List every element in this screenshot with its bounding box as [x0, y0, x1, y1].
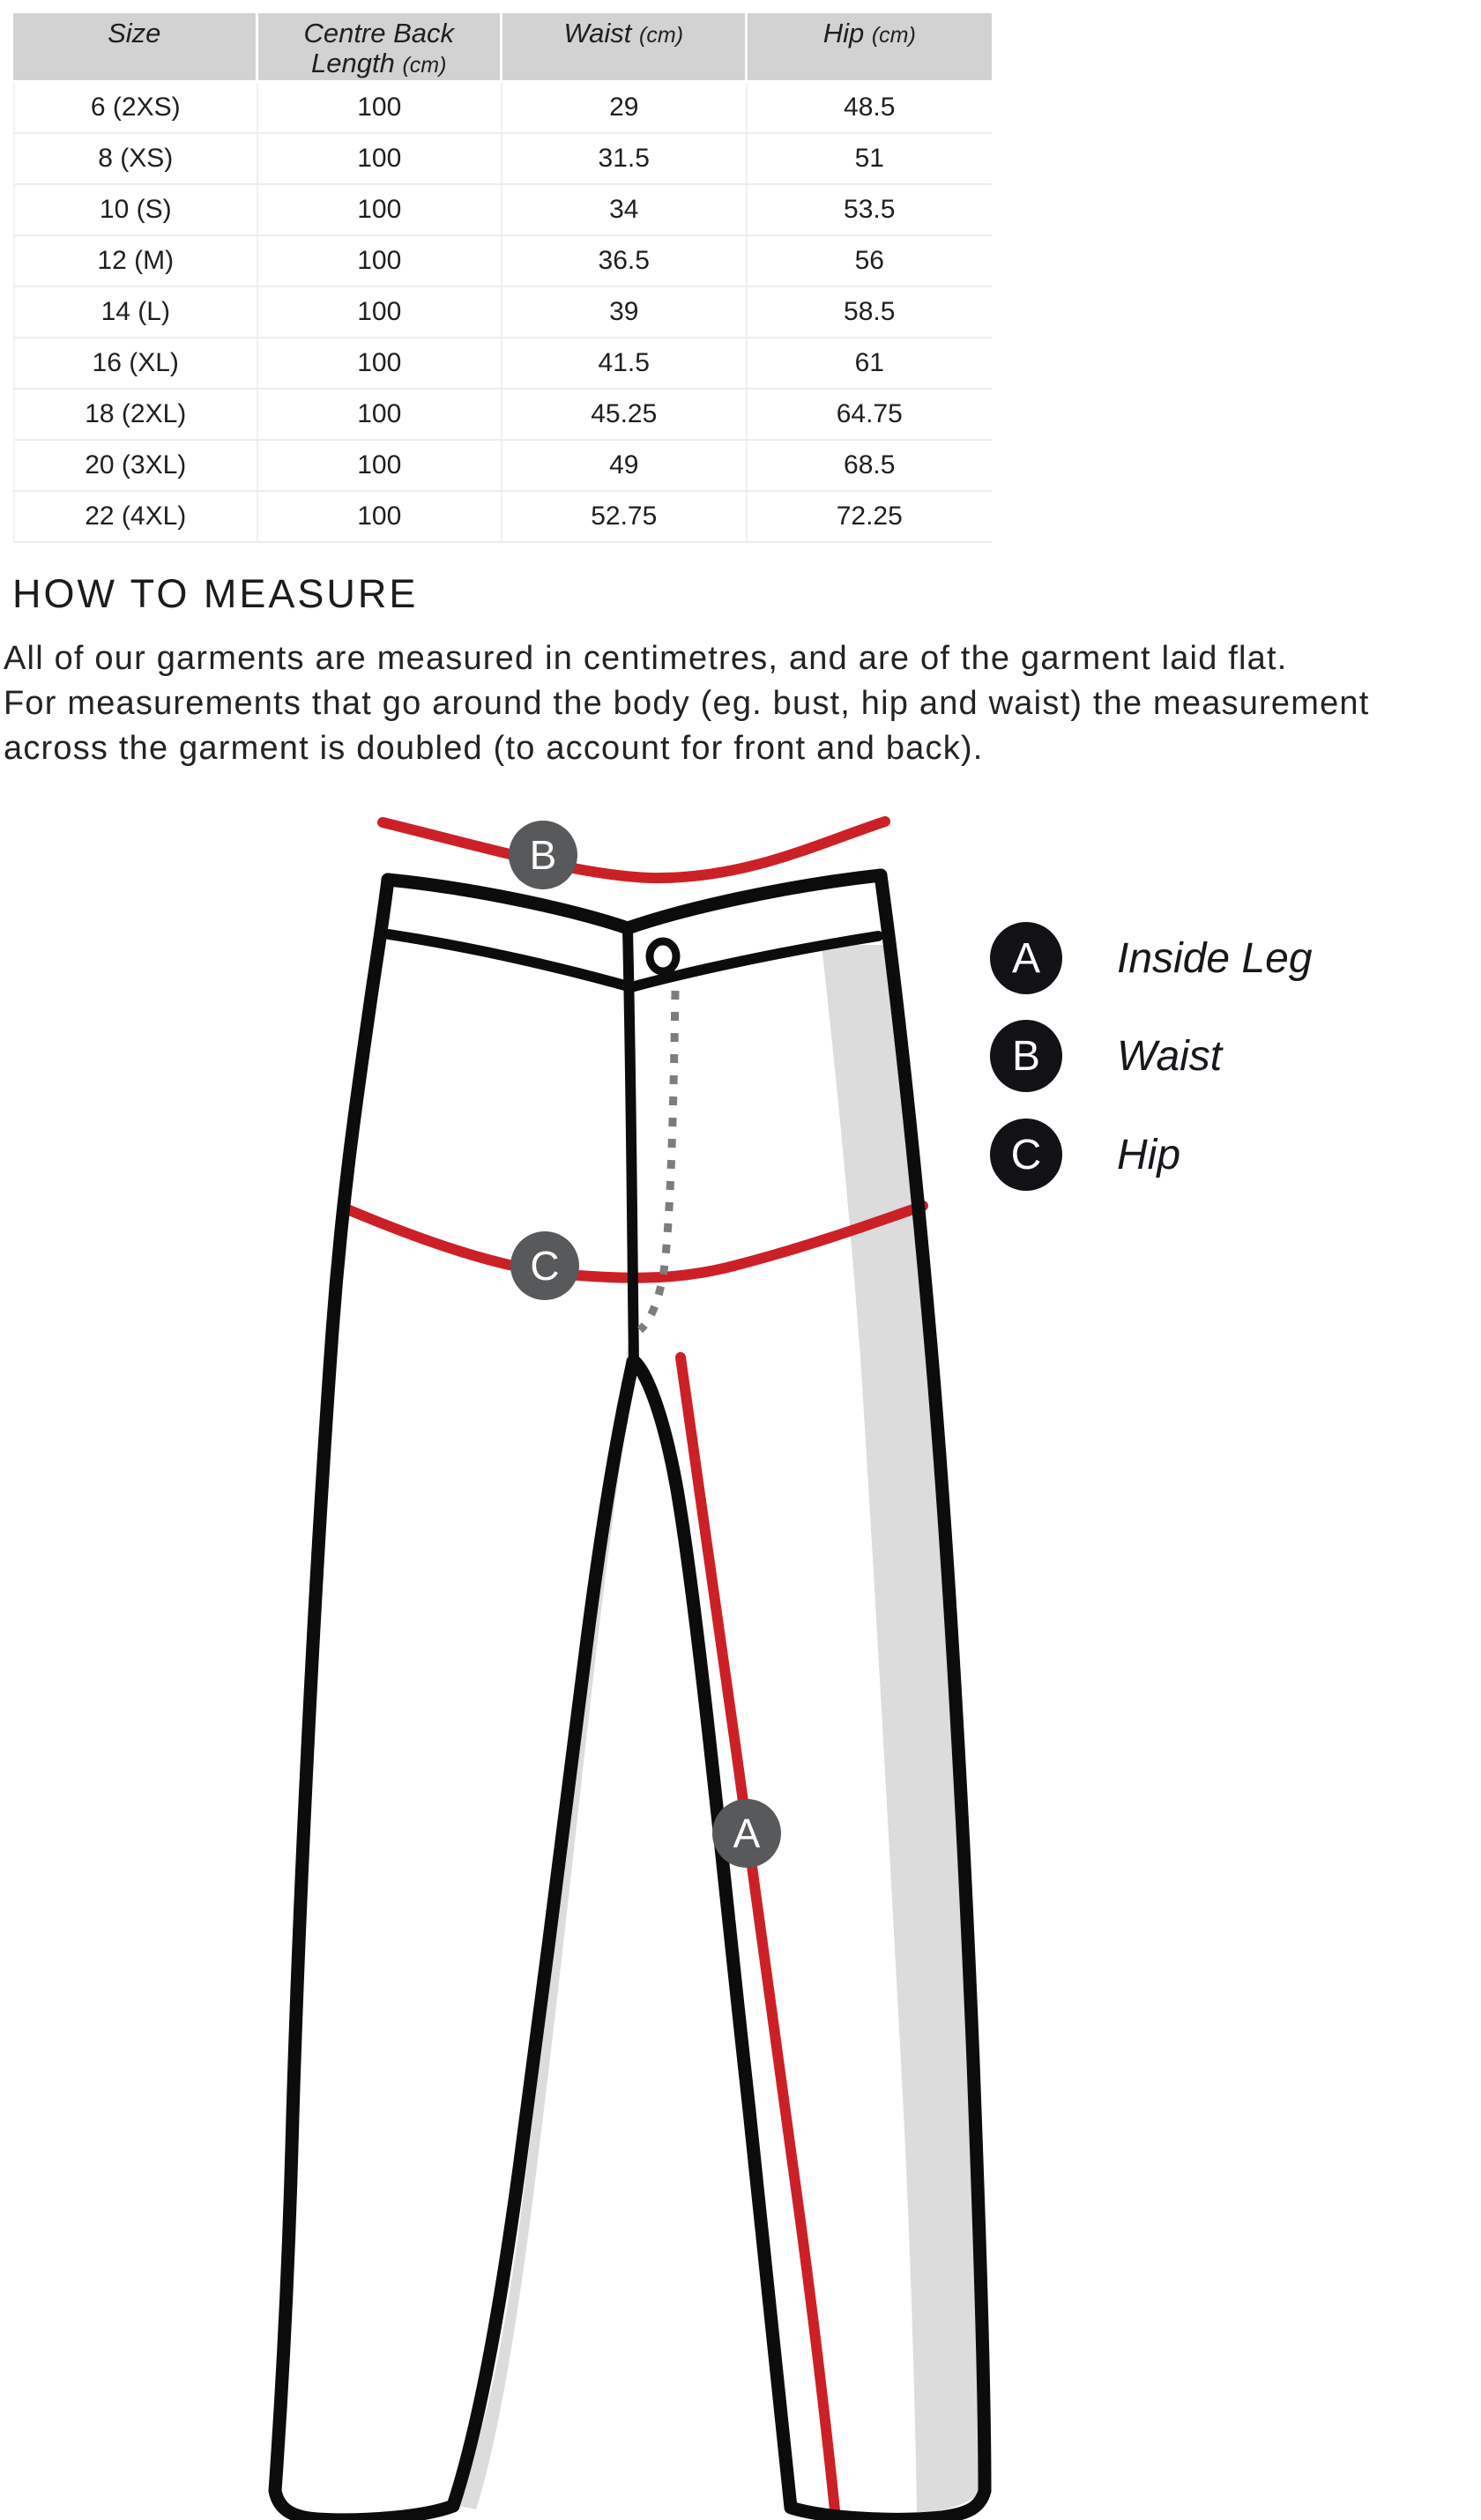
how-to-measure-note: All of our garments are measured in cent…	[4, 640, 1370, 767]
header-centre-back-line1: Centre Back	[303, 18, 455, 48]
cell-hip: 72.25	[747, 492, 992, 543]
legend-label-inside-leg: Inside Leg	[1117, 934, 1313, 982]
table-row: 22 (4XL) 100 52.75 72.25	[13, 492, 992, 543]
table-row: 14 (L) 100 39 58.5	[13, 287, 992, 338]
cell-size: 18 (2XL)	[13, 390, 258, 441]
header-centre-back: Centre Back Length (cm)	[257, 13, 502, 83]
cell-centre-back: 100	[257, 441, 502, 492]
cell-size: 20 (3XL)	[13, 441, 258, 492]
cell-size: 8 (XS)	[13, 134, 258, 185]
cell-centre-back: 100	[257, 287, 502, 338]
table-header-row: Size Centre Back Length (cm) Waist (cm) …	[13, 13, 992, 83]
cell-centre-back: 100	[257, 185, 502, 236]
cell-hip: 56	[747, 236, 992, 287]
cell-waist: 45.25	[502, 390, 748, 441]
cell-waist: 39	[502, 287, 748, 338]
cell-hip: 48.5	[747, 83, 992, 134]
cell-waist: 36.5	[502, 236, 748, 287]
cell-size: 22 (4XL)	[13, 492, 258, 543]
centre-back-unit: (cm)	[402, 53, 447, 78]
size-guide-table: Size Centre Back Length (cm) Waist (cm) …	[13, 13, 992, 543]
cell-waist: 41.5	[502, 338, 748, 390]
cell-size: 16 (XL)	[13, 338, 258, 390]
legend-circle-a: A	[990, 922, 1062, 994]
hip-badge: C	[510, 1231, 579, 1300]
right-leg-outline	[627, 868, 992, 2520]
header-size: Size	[13, 13, 258, 83]
table-row: 16 (XL) 100 41.5 61	[13, 338, 992, 390]
table-row: 20 (3XL) 100 49 68.5	[13, 441, 992, 492]
cell-size: 14 (L)	[13, 287, 258, 338]
legend-item-inside-leg: A Inside Leg	[990, 922, 1313, 994]
table-row: 12 (M) 100 36.5 56	[13, 236, 992, 287]
table-row: 6 (2XS) 100 29 48.5	[13, 83, 992, 134]
cell-hip: 64.75	[747, 390, 992, 441]
fly-centre-line	[622, 925, 639, 1367]
waistband-top-edge	[381, 868, 888, 935]
cell-centre-back: 100	[257, 236, 502, 287]
cell-waist: 29	[502, 83, 748, 134]
waist-measure-line	[377, 816, 890, 884]
header-size-label: Size	[108, 18, 161, 48]
left-leg-outline	[268, 873, 640, 2520]
cell-centre-back: 100	[257, 492, 502, 543]
table-row: 18 (2XL) 100 45.25 64.75	[13, 390, 992, 441]
legend-item-hip: C Hip	[990, 1119, 1180, 1191]
waist-unit: (cm)	[639, 23, 684, 48]
cell-hip: 68.5	[747, 441, 992, 492]
cell-waist: 31.5	[502, 134, 748, 185]
cell-waist: 49	[502, 441, 748, 492]
legend-circle-b: B	[990, 1020, 1062, 1092]
fly-stitch-dashed-line	[636, 990, 680, 1334]
legend-label-hip: Hip	[1117, 1131, 1181, 1178]
waist-badge: B	[509, 821, 577, 889]
table-row: 10 (S) 100 34 53.5	[13, 185, 992, 236]
legend-circle-c: C	[990, 1119, 1062, 1191]
header-centre-back-line2: Length (cm)	[311, 48, 447, 78]
cell-size: 12 (M)	[13, 236, 258, 287]
cell-size: 6 (2XS)	[13, 83, 258, 134]
cell-hip: 51	[747, 134, 992, 185]
trousers-diagram	[268, 816, 992, 2520]
cell-centre-back: 100	[257, 390, 502, 441]
legend-item-waist: B Waist	[990, 1020, 1222, 1092]
table-row: 8 (XS) 100 31.5 51	[13, 134, 992, 185]
header-hip: Hip (cm)	[747, 13, 992, 83]
cell-hip: 58.5	[747, 287, 992, 338]
cell-centre-back: 100	[257, 83, 502, 134]
cell-centre-back: 100	[257, 134, 502, 185]
legend-label-waist: Waist	[1117, 1032, 1223, 1080]
cell-size: 10 (S)	[13, 185, 258, 236]
hip-unit: (cm)	[871, 23, 916, 48]
right-leg-shading	[822, 945, 984, 2513]
cell-waist: 52.75	[502, 492, 748, 543]
how-to-measure-title: HOW TO MEASURE	[12, 571, 419, 616]
cell-waist: 34	[502, 185, 748, 236]
header-waist: Waist (cm)	[502, 13, 748, 83]
inside-leg-badge: A	[712, 1799, 781, 1868]
waist-button-icon	[645, 937, 681, 976]
cell-hip: 61	[747, 338, 992, 390]
inside-leg-measure-line	[675, 1352, 840, 2516]
cell-centre-back: 100	[257, 338, 502, 390]
cell-hip: 53.5	[747, 185, 992, 236]
hip-measure-line	[342, 1201, 928, 1283]
